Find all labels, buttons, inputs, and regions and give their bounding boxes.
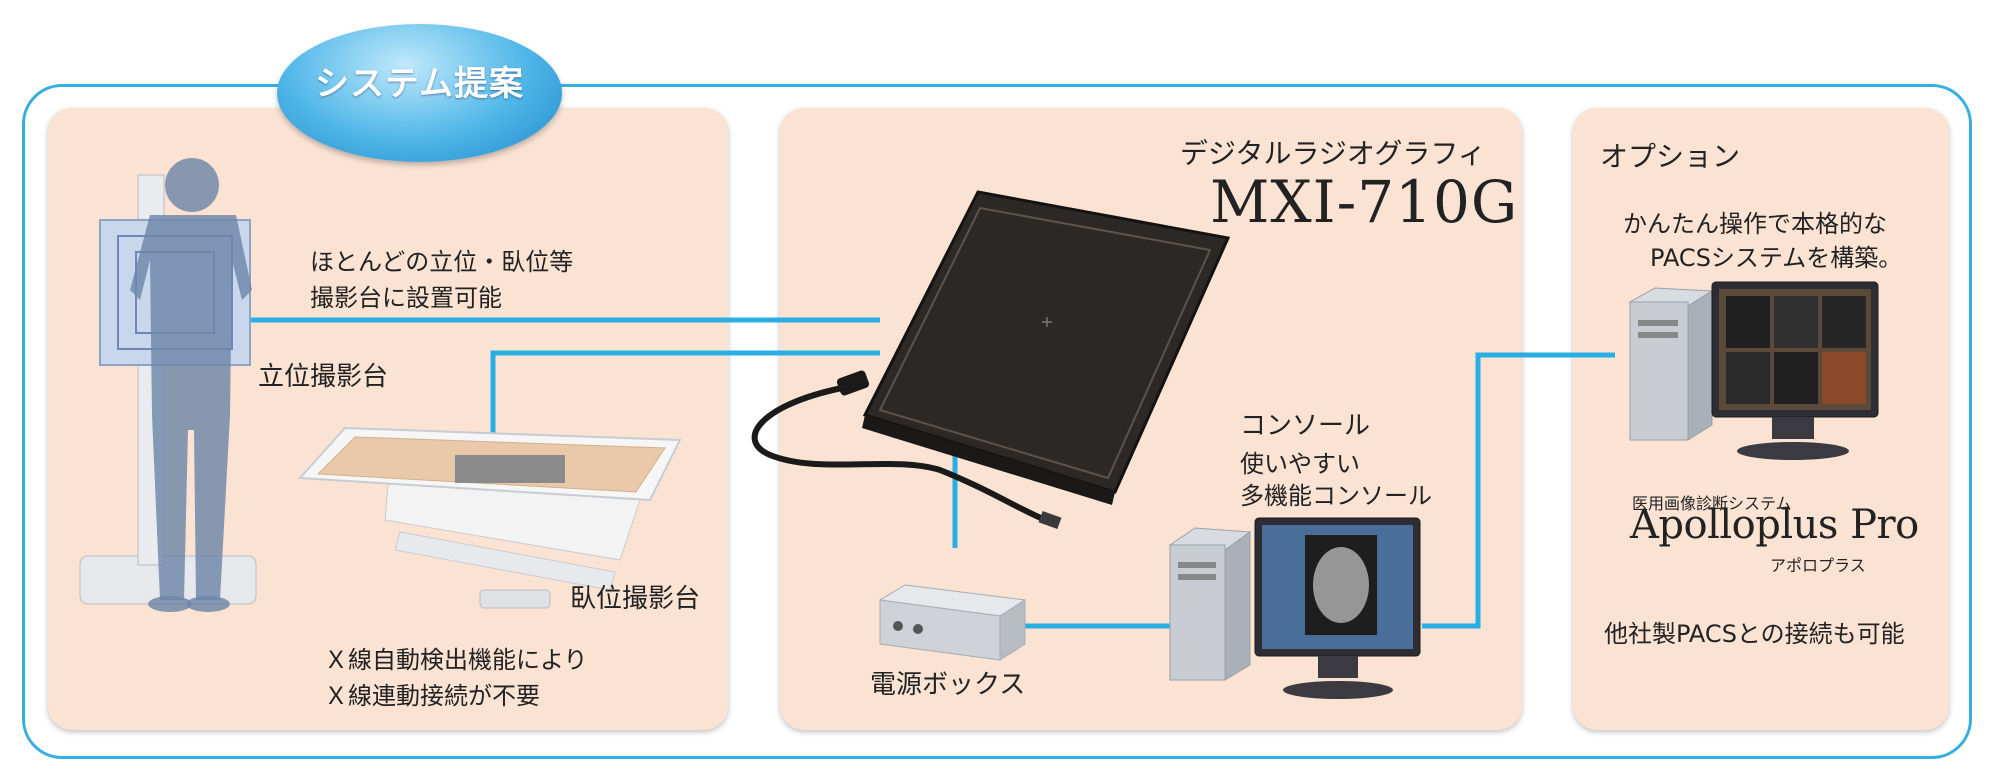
bucky-table-label: 臥位撮影台: [570, 584, 701, 614]
power-box-illustration: [878, 584, 1027, 661]
option-desc-line1: かんたん操作で本格的な: [1623, 210, 1887, 238]
pacs-pc-illustration: [1628, 281, 1879, 460]
option-title: オプション: [1600, 140, 1741, 173]
apolloplus-kana: アポロプラス: [1770, 556, 1866, 575]
console-label: コンソール: [1240, 411, 1371, 441]
installation-desc-line1: ほとんどの立位・臥位等: [310, 248, 574, 276]
auto-detect-note-line1: Ｘ線自動検出機能により: [324, 646, 588, 674]
line-table: [490, 350, 880, 440]
title-bubble: [277, 24, 562, 162]
person-silhouette: [130, 158, 252, 612]
line-console-pacs: [1422, 352, 1615, 629]
bucky-table-illustration: [297, 426, 682, 609]
console-desc-line2: 多機能コンソール: [1240, 482, 1432, 510]
system-caption: 医用画像診断システム: [1632, 494, 1792, 513]
detector-panel-illustration: [751, 190, 1231, 530]
installation-desc-line2: 撮影台に設置可能: [310, 284, 502, 312]
product-category: デジタルラジオグラフィ: [1180, 137, 1486, 170]
standing-stand-label: 立位撮影台: [258, 362, 389, 392]
third-party-pacs-note: 他社製PACSとの接続も可能: [1604, 620, 1905, 648]
auto-detect-note-line2: Ｘ線連動接続が不要: [324, 682, 540, 710]
connection-lines: [250, 317, 1615, 629]
apolloplus-logo: Apolloplus Pro: [1630, 502, 1919, 548]
console-desc-line1: 使いやすい: [1240, 450, 1360, 478]
title-bubble-text: システム提案: [315, 64, 524, 104]
power-box-label: 電源ボックス: [870, 670, 1026, 700]
option-desc-line2: PACSシステムを構築。: [1650, 244, 1903, 272]
console-pc-illustration: [1168, 517, 1421, 699]
model-name: MXI-710G: [1210, 168, 1519, 236]
